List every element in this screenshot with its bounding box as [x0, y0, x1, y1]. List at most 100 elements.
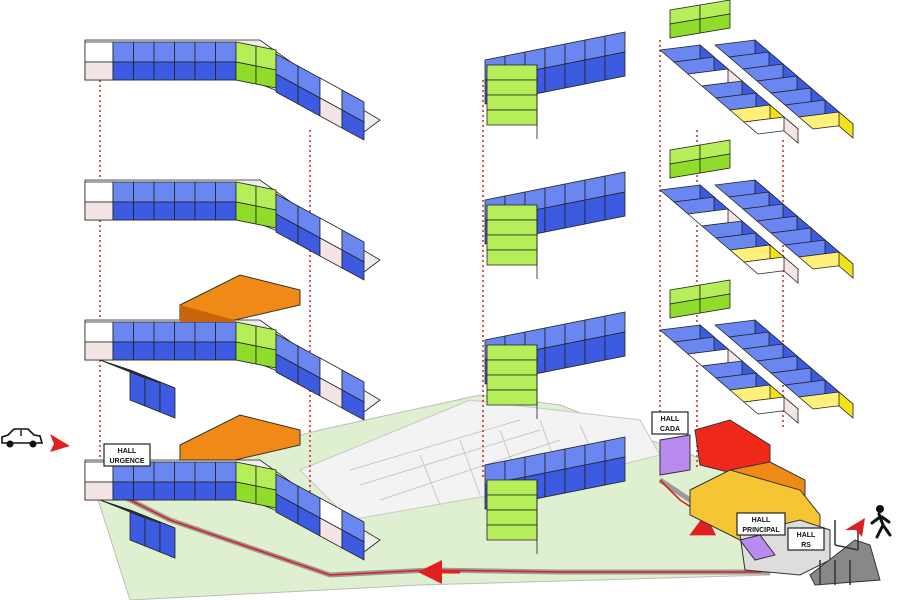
room-box: [194, 41, 216, 63]
room-box: [153, 181, 175, 203]
room-box: [174, 201, 196, 221]
room-box: [112, 481, 134, 501]
room-box: [486, 494, 538, 511]
room-box: [194, 181, 216, 203]
room-box: [153, 201, 175, 221]
room-box: [194, 321, 216, 343]
room-box: [133, 61, 155, 81]
room-box: [133, 41, 155, 63]
room-box: [838, 251, 854, 279]
floor-slabs: [84, 0, 854, 561]
room-box: [194, 341, 216, 361]
svg-text:HALL: HALL: [661, 416, 680, 423]
room-box: [153, 321, 175, 343]
room-box: [215, 341, 237, 361]
room-box: [235, 341, 257, 365]
room-box: [112, 321, 134, 343]
room-box: [486, 524, 538, 541]
room-box: [486, 64, 538, 81]
room-box: [486, 509, 538, 526]
room-box: [215, 321, 237, 343]
corridor-end: [84, 201, 114, 221]
hall-urgence-label: HALL URGENCE: [103, 443, 151, 467]
room-box: [486, 94, 538, 111]
right-wing-floor: [484, 279, 854, 424]
room-box: [838, 391, 854, 419]
room-box: [174, 481, 196, 501]
right-wing-floor: [484, 139, 854, 284]
room-box: [341, 389, 365, 421]
room-box: [341, 249, 365, 281]
svg-text:HALL: HALL: [118, 448, 137, 455]
room-box: [486, 359, 538, 376]
room-box: [174, 61, 196, 81]
room-box: [133, 321, 155, 343]
left-wing-floor: [84, 39, 381, 141]
corridor-end: [84, 41, 114, 63]
room-box: [133, 181, 155, 203]
room-box: [255, 485, 277, 509]
room-box: [255, 205, 277, 229]
room-box: [215, 41, 237, 63]
room-box: [486, 344, 538, 361]
room-box: [159, 381, 176, 419]
room-box: [235, 61, 257, 85]
room-box: [215, 481, 237, 501]
hall-principal-label: HALL PRINCIPAL: [736, 512, 786, 536]
room-box: [604, 191, 626, 221]
room-box: [153, 41, 175, 63]
room-box: [486, 79, 538, 96]
room-box: [112, 341, 134, 361]
room-box: [486, 234, 538, 251]
corridor-end: [84, 181, 114, 203]
room-box: [604, 331, 626, 361]
room-box: [174, 181, 196, 203]
svg-text:PRINCIPAL: PRINCIPAL: [742, 527, 780, 534]
room-box: [174, 41, 196, 63]
entry-arrow-icon: [50, 434, 70, 452]
room-box: [584, 55, 606, 85]
room-box: [235, 481, 257, 505]
room-box: [486, 219, 538, 236]
room-box: [194, 201, 216, 221]
room-box: [153, 461, 175, 483]
room-box: [783, 256, 799, 284]
left-wing-floor: [84, 319, 381, 421]
right-wing-floor: [484, 0, 854, 144]
room-box: [544, 343, 566, 373]
room-box: [604, 51, 626, 81]
svg-text:URGENCE: URGENCE: [109, 458, 144, 465]
left-wing-floor: [84, 459, 381, 561]
room-box: [133, 201, 155, 221]
left-wing-floor: [84, 179, 381, 281]
svg-text:HALL: HALL: [797, 532, 816, 539]
room-box: [486, 389, 538, 406]
pedestrian-icon: [870, 505, 892, 539]
room-box: [153, 481, 175, 501]
car-icon: [1, 428, 44, 448]
room-box: [564, 339, 586, 369]
room-box: [235, 201, 257, 225]
room-box: [564, 59, 586, 89]
room-box: [544, 63, 566, 93]
room-box: [341, 109, 365, 141]
room-box: [112, 201, 134, 221]
room-box: [564, 464, 586, 494]
room-box: [153, 61, 175, 81]
room-box: [215, 61, 237, 81]
corridor-end: [84, 481, 114, 501]
room-box: [194, 461, 216, 483]
room-box: [194, 61, 216, 81]
entry-arrow-icon: [845, 518, 865, 537]
room-box: [699, 293, 731, 314]
room-box: [133, 481, 155, 501]
room-box: [112, 61, 134, 81]
room-box: [174, 461, 196, 483]
room-box: [486, 109, 538, 126]
room-box: [112, 41, 134, 63]
corridor-end: [84, 341, 114, 361]
room-box: [544, 468, 566, 498]
room-box: [255, 65, 277, 89]
